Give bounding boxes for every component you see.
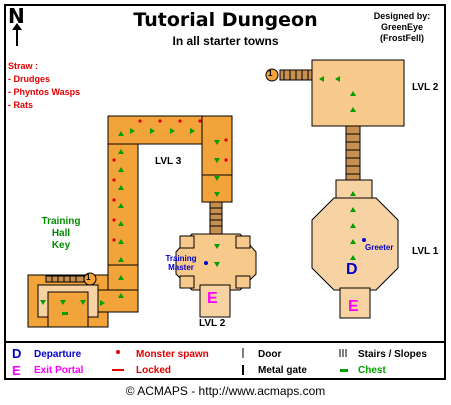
departure-marker: D bbox=[346, 261, 358, 278]
map-subtitle: In all starter towns bbox=[172, 34, 279, 48]
legend-monster-spawn: Monster spawn bbox=[136, 349, 209, 360]
monster-spawns bbox=[112, 119, 228, 242]
footer-credit: © ACMAPS - http://www.acmaps.com bbox=[125, 384, 326, 398]
credits-line-2: GreenEye bbox=[380, 22, 424, 32]
lvl3-connector bbox=[97, 289, 139, 313]
stairs-number-west: 1 bbox=[86, 273, 91, 282]
credits: Designed by: GreenEye (FrostFell) bbox=[360, 11, 444, 44]
legend-stairs: Stairs / Slopes bbox=[358, 349, 427, 360]
credits-line-3: (FrostFell) bbox=[380, 33, 424, 43]
legend: D Departure E Exit Portal Monster spawn … bbox=[6, 341, 444, 379]
exit-marker-east: E bbox=[348, 298, 359, 315]
training-room bbox=[175, 233, 257, 318]
lvl3-label: LVL 3 bbox=[155, 156, 182, 167]
legend-locked: Locked bbox=[136, 365, 172, 376]
legend-departure: Departure bbox=[34, 349, 82, 360]
legend-chest: Chest bbox=[358, 365, 386, 376]
greeter-marker bbox=[362, 238, 366, 242]
lvl3-doors bbox=[108, 174, 232, 266]
lvl2-east-label: LVL 2 bbox=[412, 82, 439, 93]
monster-item: - Rats bbox=[8, 100, 34, 110]
monster-item: - Drudges bbox=[8, 74, 51, 84]
monster-item: - Phyntos Wasps bbox=[8, 87, 81, 97]
right-map bbox=[265, 59, 405, 319]
stairs-number-east: 1 bbox=[268, 69, 273, 78]
training-hall-key-label: Training Hall Key bbox=[41, 216, 81, 251]
legend-door: Door bbox=[258, 349, 282, 360]
exit-marker-west: E bbox=[207, 290, 218, 307]
legend-exit-portal: Exit Portal bbox=[34, 365, 84, 376]
right-stair-lines bbox=[283, 70, 360, 175]
lvl1-label: LVL 1 bbox=[412, 246, 439, 257]
legend-glyphs bbox=[112, 348, 348, 375]
chest-marker bbox=[62, 312, 68, 315]
stairs-lvl3-lvl2 bbox=[209, 201, 223, 237]
greeter-label: Greeter bbox=[365, 243, 394, 252]
legend-departure-symbol: D bbox=[12, 346, 22, 361]
legend-exit-symbol: E bbox=[12, 363, 21, 378]
compass-north-label: N bbox=[8, 4, 25, 28]
stairs-key-room bbox=[45, 272, 97, 286]
path-arrows bbox=[40, 76, 356, 306]
training-master-label: Training Master bbox=[165, 254, 197, 272]
monster-list-heading: Straw : bbox=[8, 61, 39, 71]
legend-metal-gate: Metal gate bbox=[258, 365, 307, 376]
compass-arrow bbox=[12, 23, 22, 46]
training-master-marker bbox=[204, 261, 208, 265]
lvl3-key-room-core bbox=[47, 291, 89, 328]
map-title: Tutorial Dungeon bbox=[133, 9, 318, 31]
lvl2-west-label: LVL 2 bbox=[199, 318, 226, 329]
credits-line-1: Designed by: bbox=[373, 11, 431, 21]
monster-list: Straw : - Drudges - Phyntos Wasps - Rats bbox=[8, 60, 80, 112]
